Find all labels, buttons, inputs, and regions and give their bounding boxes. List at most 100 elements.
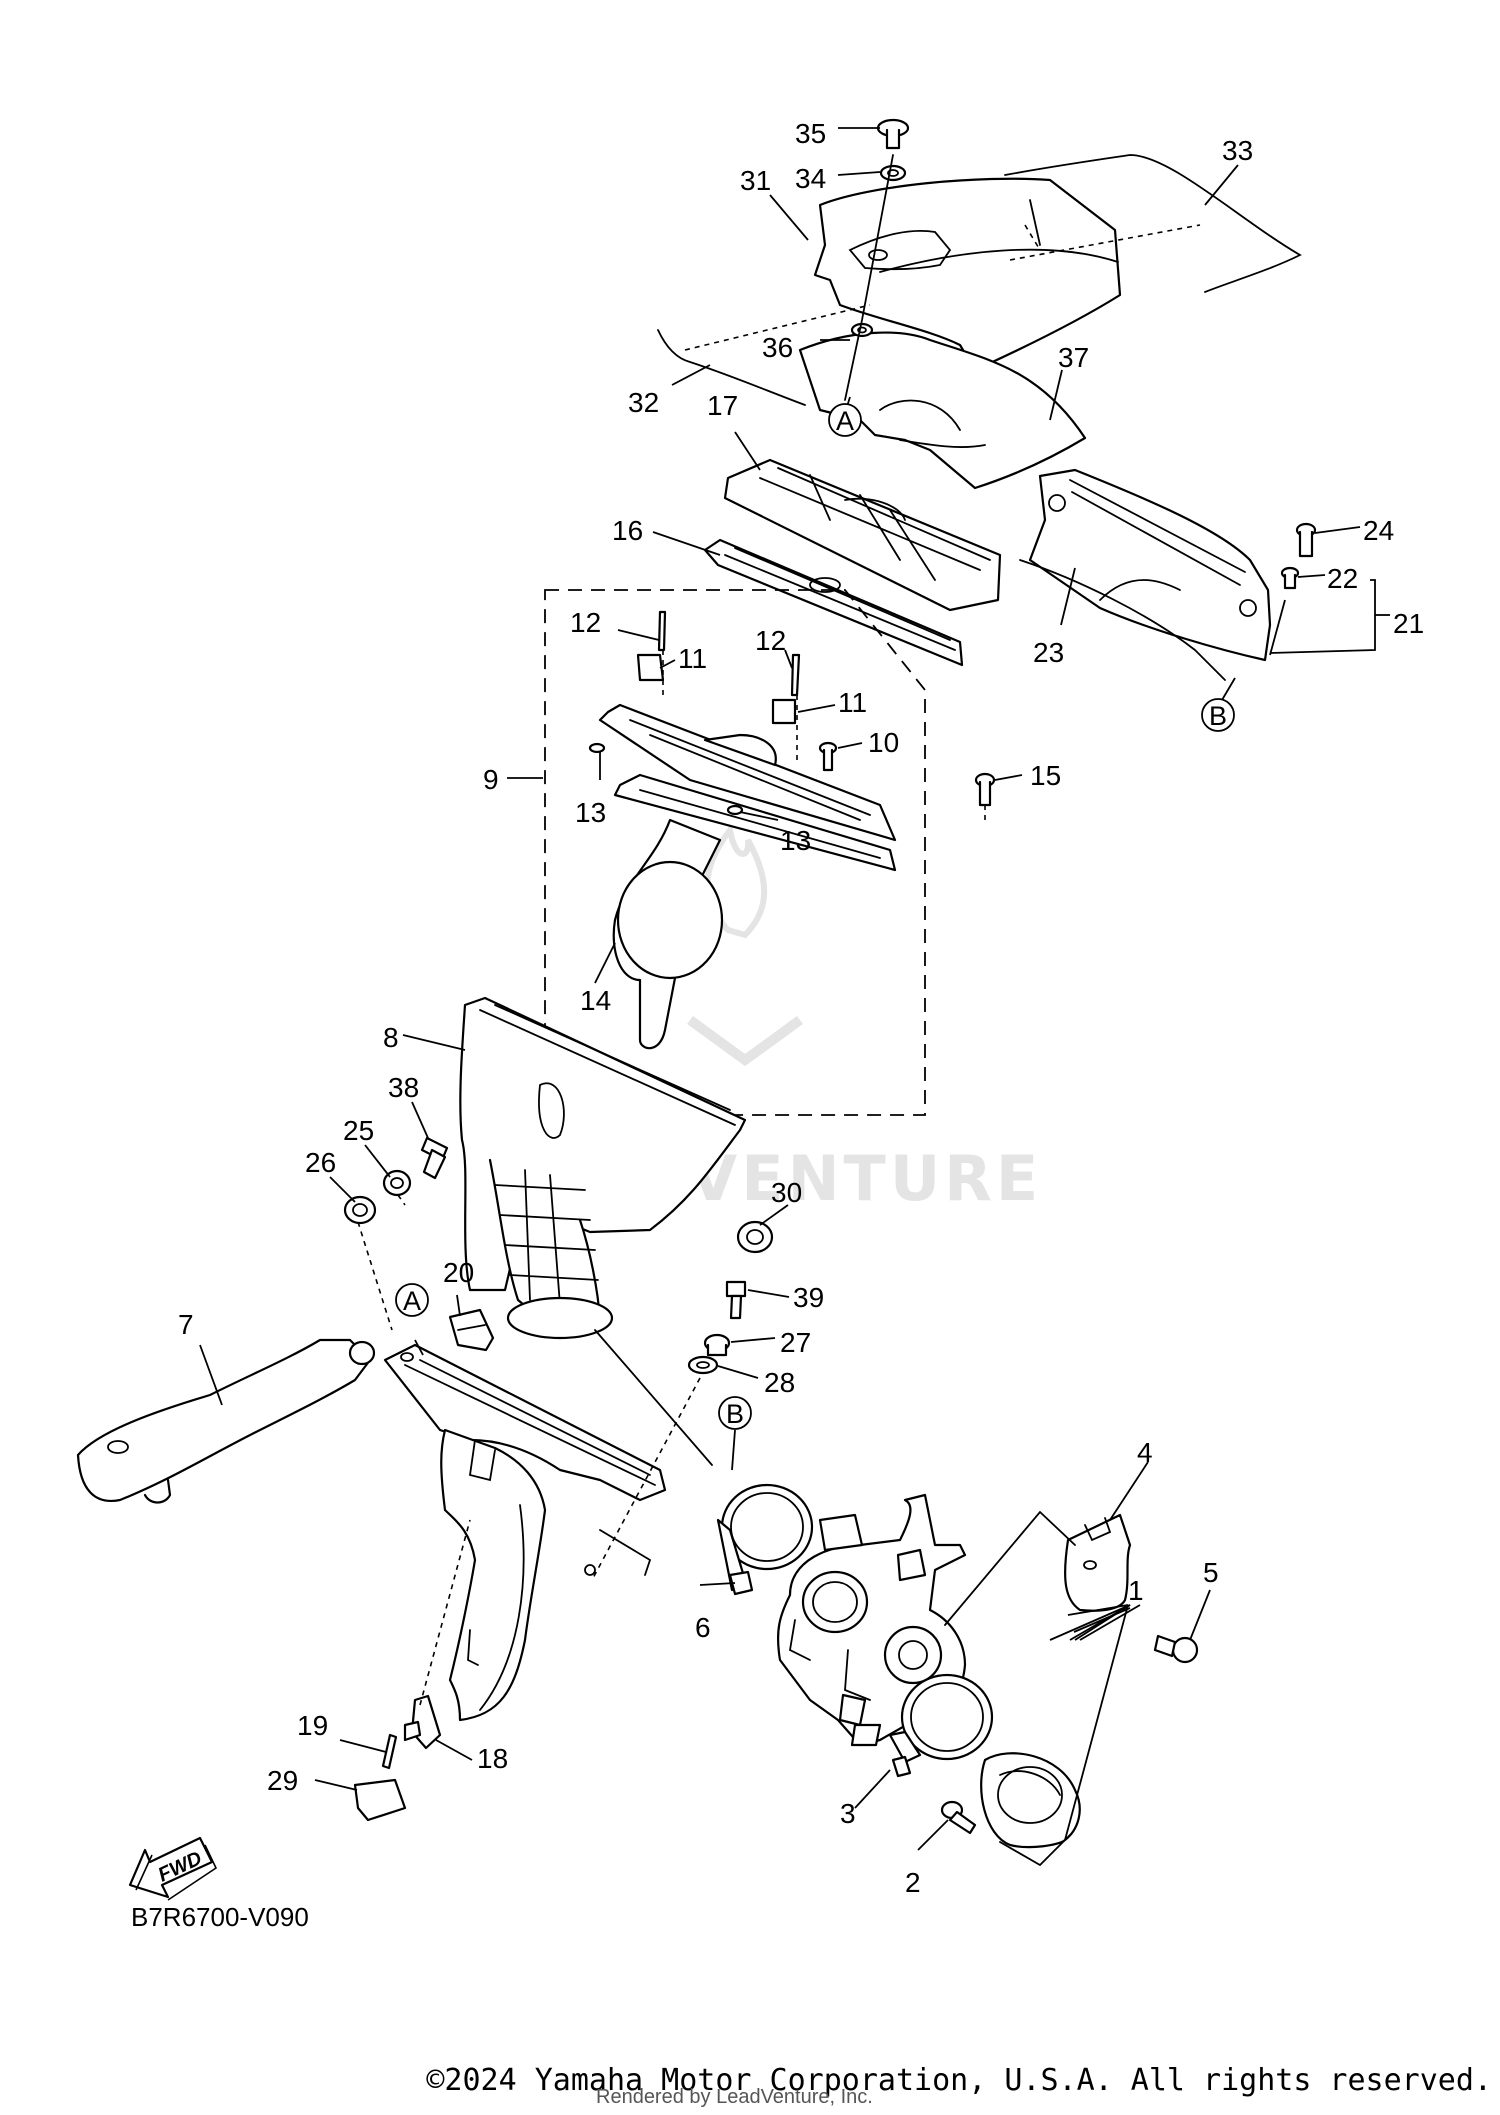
copyright-notice: ©2024 Yamaha Motor Corporation, U.S.A. A… bbox=[426, 2063, 1492, 2098]
ref-a-bottom-line bbox=[414, 1339, 424, 1356]
bolt-24 bbox=[1295, 522, 1317, 558]
callout-38: 38 bbox=[388, 1072, 419, 1103]
bolt-12-left bbox=[657, 610, 667, 652]
callout-23: 23 bbox=[1033, 637, 1064, 668]
screw-15 bbox=[974, 772, 996, 807]
oring-13-left bbox=[588, 742, 606, 754]
callout-8: 8 bbox=[383, 1022, 399, 1053]
callout-20: 20 bbox=[443, 1257, 474, 1288]
grommet-28 bbox=[687, 1355, 719, 1375]
filter-element-16 bbox=[703, 538, 964, 667]
callout-7: 7 bbox=[178, 1309, 194, 1340]
holder-18 bbox=[403, 1694, 442, 1750]
callout-1: 1 bbox=[1128, 1575, 1144, 1606]
guide-line-30-39 bbox=[591, 1377, 701, 1581]
callout-30: 30 bbox=[771, 1177, 802, 1208]
leader-lines bbox=[199, 127, 1390, 1851]
screw-35 bbox=[876, 118, 910, 150]
collar-25 bbox=[382, 1169, 412, 1197]
air-duct-cover-31 bbox=[813, 177, 1122, 372]
callout-35: 35 bbox=[795, 118, 826, 149]
grommet-26 bbox=[343, 1195, 377, 1225]
callout-28: 28 bbox=[764, 1367, 795, 1398]
callout-26: 26 bbox=[305, 1147, 336, 1178]
callout-32: 32 bbox=[628, 387, 659, 418]
seal-23 bbox=[1019, 559, 1226, 681]
grommet-30 bbox=[736, 1220, 774, 1254]
screw-19 bbox=[381, 1733, 398, 1770]
callout-15: 15 bbox=[1030, 760, 1061, 791]
ref-mark-a-top-label: A bbox=[836, 406, 854, 436]
callout-14: 14 bbox=[580, 985, 611, 1016]
callout-10: 10 bbox=[868, 727, 899, 758]
callout-25: 25 bbox=[343, 1115, 374, 1146]
callout-2: 2 bbox=[905, 1867, 921, 1898]
leader-22-cover bbox=[1269, 599, 1286, 656]
guide-lines-duct bbox=[357, 1194, 471, 1706]
callout-5: 5 bbox=[1203, 1557, 1219, 1588]
callout-4: 4 bbox=[1137, 1437, 1153, 1468]
collar-27 bbox=[703, 1333, 731, 1357]
callout-12-right: 12 bbox=[755, 625, 786, 656]
callout-13-left: 13 bbox=[575, 797, 606, 828]
guide-lines-cap bbox=[662, 650, 986, 822]
callout-21: 21 bbox=[1393, 608, 1424, 639]
oring-13-right bbox=[726, 804, 744, 816]
rendered-by-notice: Rendered by LeadVenture, Inc. bbox=[596, 2086, 873, 2108]
callout-12-left: 12 bbox=[570, 607, 601, 638]
callout-22: 22 bbox=[1327, 563, 1358, 594]
cover-4 bbox=[1064, 1513, 1132, 1612]
diagram-code: B7R6700-V090 bbox=[131, 1902, 309, 1932]
bolt-12-right bbox=[790, 653, 801, 697]
bolt-5 bbox=[1153, 1634, 1199, 1664]
callout-17: 17 bbox=[707, 390, 738, 421]
callout-36: 36 bbox=[762, 332, 793, 363]
callout-19: 19 bbox=[297, 1710, 328, 1741]
ref-mark-b-top: B bbox=[1201, 698, 1235, 732]
joint-1 bbox=[980, 1752, 1081, 1849]
callout-31: 31 bbox=[740, 165, 771, 196]
callout-39: 39 bbox=[793, 1282, 824, 1313]
clip-11-right bbox=[771, 698, 797, 725]
ref-mark-b-bottom: B bbox=[718, 1396, 752, 1430]
assembly-line-1-2 bbox=[999, 1834, 1071, 1867]
clip-20 bbox=[448, 1308, 495, 1352]
screw-10 bbox=[818, 741, 838, 772]
assembly-line-34-36 bbox=[844, 154, 894, 401]
ref-mark-a-bottom-label: A bbox=[403, 1286, 421, 1316]
throttle-body bbox=[776, 1493, 967, 1747]
callout-27: 27 bbox=[780, 1327, 811, 1358]
bolt-39 bbox=[725, 1280, 747, 1320]
assembly-line-8-6 bbox=[594, 1329, 713, 1466]
collar-34 bbox=[879, 164, 907, 182]
ref-mark-b-bottom-label: B bbox=[726, 1399, 744, 1429]
ref-mark-a-top: A bbox=[828, 403, 862, 437]
air-filter-case-8 bbox=[459, 996, 747, 1340]
bolt-2 bbox=[940, 1800, 977, 1835]
ref-b-top-line bbox=[1221, 677, 1236, 701]
callout-6: 6 bbox=[695, 1612, 711, 1643]
callout-29: 29 bbox=[267, 1765, 298, 1796]
clip-11-left bbox=[636, 653, 665, 682]
filter-guide-17 bbox=[723, 458, 1002, 612]
callout-37: 37 bbox=[1058, 342, 1089, 373]
ref-mark-a-bottom: A bbox=[395, 1283, 429, 1317]
callout-3: 3 bbox=[840, 1798, 856, 1829]
callout-11-left: 11 bbox=[678, 643, 707, 674]
ref-b-bottom-line bbox=[731, 1429, 736, 1471]
callout-13-right: 13 bbox=[780, 825, 811, 856]
rubber-strip-32 bbox=[657, 304, 871, 406]
ref-mark-b-top-label: B bbox=[1209, 701, 1227, 731]
intake-duct-7 bbox=[76, 1338, 667, 1722]
clamp-29 bbox=[353, 1778, 407, 1822]
clamp-3 bbox=[888, 1673, 994, 1778]
bolt-22 bbox=[1280, 566, 1300, 590]
fwd-arrow: FWD bbox=[128, 1836, 218, 1901]
callout-16: 16 bbox=[612, 515, 643, 546]
callout-11-right: 11 bbox=[838, 687, 867, 718]
callout-18: 18 bbox=[477, 1743, 508, 1774]
side-cover-21 bbox=[1028, 468, 1272, 662]
air-duct-cover-37 bbox=[798, 331, 1087, 490]
bolt-38 bbox=[420, 1136, 449, 1180]
